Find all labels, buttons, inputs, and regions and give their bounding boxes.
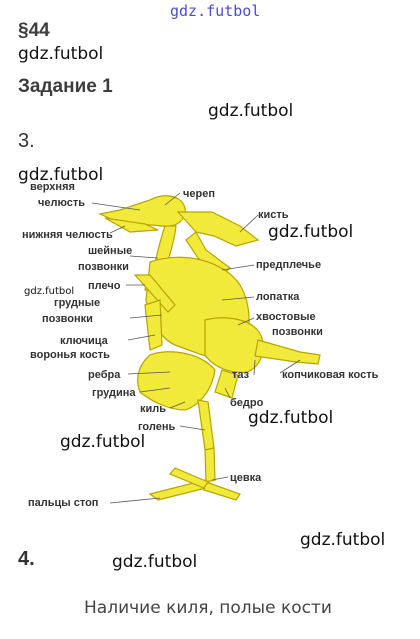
- label-leaders: [91, 192, 301, 504]
- label-shin: голень: [138, 421, 175, 433]
- skeleton-labels: верхняя челюсть череп нижняя челюсть кис…: [22, 181, 379, 509]
- label-femur: бедро: [230, 397, 264, 409]
- label-coracoid: воронья кость: [30, 349, 110, 361]
- watermark: gdz.futbol: [300, 530, 386, 550]
- skeleton-illustration: [98, 195, 321, 501]
- answer-4: Наличие киля, полые кости: [84, 598, 332, 618]
- watermark: gdz.futbol: [208, 101, 294, 121]
- watermark-top: gdz.futbol: [170, 2, 261, 20]
- label-clavicle: ключица: [60, 335, 109, 347]
- label-cervical-1: шейные: [88, 245, 132, 257]
- item-4-number: 4.: [18, 548, 35, 570]
- label-thoracic-1: грудные: [54, 297, 100, 309]
- task-title: Задание 1: [18, 76, 113, 97]
- watermark: gdz.futbol: [268, 222, 354, 242]
- label-thoracic-2: позвонки: [42, 313, 93, 325]
- label-humerus: плечо: [88, 280, 121, 292]
- section-number: §44: [18, 20, 50, 41]
- watermark: gdz.futbol: [18, 44, 104, 64]
- label-caudal-2: позвонки: [272, 326, 323, 338]
- label-skull: череп: [183, 188, 215, 200]
- label-keel: киль: [140, 403, 166, 415]
- label-upper-jaw-2: челюсть: [38, 197, 85, 209]
- item-3-number: 3.: [18, 130, 35, 152]
- label-tarsus: цевка: [230, 472, 262, 484]
- label-pygostyle: копчиковая кость: [282, 369, 379, 381]
- bird-skeleton-figure: верхняя челюсть череп нижняя челюсть кис…: [22, 181, 379, 509]
- label-forearm: предплечье: [256, 259, 321, 271]
- watermark: gdz.futbol: [18, 165, 104, 185]
- watermark: gdz.futbol: [248, 408, 334, 428]
- watermark: gdz.futbol: [112, 552, 198, 572]
- label-caudal-1: хвостовые: [256, 311, 316, 323]
- watermark: gdz.futbol: [24, 286, 75, 297]
- label-pelvis: таз: [232, 369, 250, 381]
- label-lower-jaw: нижняя челюсть: [22, 229, 113, 241]
- label-upper-jaw-1: верхняя: [30, 181, 75, 193]
- label-wrist: кисть: [258, 209, 289, 221]
- label-sternum: грудина: [92, 387, 136, 399]
- label-ribs: ребра: [88, 369, 121, 381]
- label-cervical-2: позвонки: [78, 261, 129, 273]
- watermark: gdz.futbol: [60, 432, 146, 452]
- label-scapula: лопатка: [256, 291, 300, 303]
- label-toes: пальцы стоп: [28, 497, 98, 509]
